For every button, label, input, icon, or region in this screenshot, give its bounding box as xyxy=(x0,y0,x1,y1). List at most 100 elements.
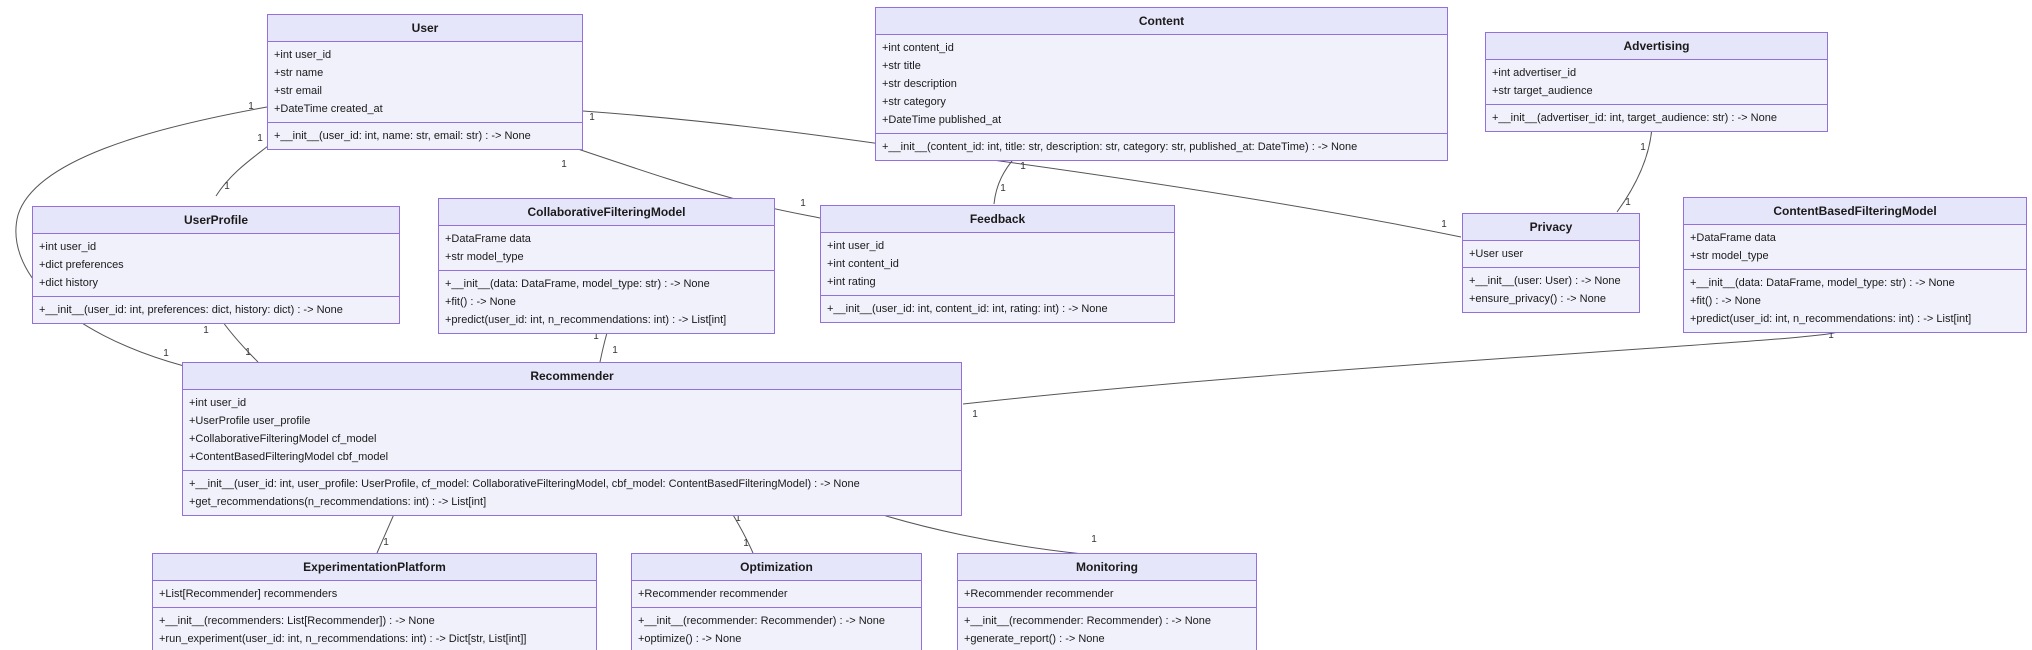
class-attribute: +int user_id xyxy=(274,49,332,61)
multiplicity-label: 1 xyxy=(561,159,567,170)
methods-section: +__init__(data: DataFrame, model_type: s… xyxy=(1684,269,2026,332)
class-method: +__init__(user_id: int, user_profile: Us… xyxy=(189,478,860,490)
methods-section: +__init__(data: DataFrame, model_type: s… xyxy=(439,270,774,333)
multiplicity-label: 1 xyxy=(383,537,389,548)
class-method: +__init__(data: DataFrame, model_type: s… xyxy=(445,278,710,290)
class-box-content: Content +int content_id +str title +str des… xyxy=(875,7,1448,161)
class-attribute: +str model_type xyxy=(1690,250,1769,262)
class-box-feedback: Feedback+int user_id+int content_id+int … xyxy=(820,205,1175,323)
multiplicity-label: 1 xyxy=(1625,197,1631,208)
class-attribute: +Recommender recommender xyxy=(638,588,788,600)
class-method: +__init__(user_id: int, content_id: int,… xyxy=(827,303,1108,315)
class-title: UserProfile xyxy=(33,207,399,233)
class-box-experimentation-platform: ExperimentationPlatform +List[Recommender… xyxy=(152,553,597,650)
class-method: +__init__(recommenders: List[Recommender… xyxy=(159,615,435,627)
methods-section: +__init__(user_id: int, user_profile: Us… xyxy=(183,470,961,515)
class-attribute: +str target_audience xyxy=(1492,85,1593,97)
attributes-section: +Recommender recommender xyxy=(958,580,1256,607)
class-method: +ensure_privacy() : -> None xyxy=(1469,293,1606,305)
association-edge-cbf--recommender xyxy=(962,327,1846,405)
class-method: +predict(user_id: int, n_recommendations… xyxy=(445,314,727,326)
multiplicity-label: 1 xyxy=(245,347,251,358)
class-attribute: +int user_id xyxy=(39,241,97,253)
attributes-section: +User user xyxy=(1463,240,1639,267)
methods-section: +__init__(user: User) : -> None +ensure_p… xyxy=(1463,267,1639,312)
attributes-section: +int user_id+int content_id+int rating xyxy=(821,232,1174,295)
class-title: Feedback xyxy=(821,206,1174,232)
class-title: ContentBasedFilteringModel xyxy=(1684,198,2026,224)
methods-section: +__init__(user_id: int, name: str, email… xyxy=(268,122,582,149)
class-title: Optimization xyxy=(632,554,921,580)
multiplicity-label: 1 xyxy=(224,181,230,192)
class-attribute: +int content_id xyxy=(827,258,899,270)
multiplicity-label: 1 xyxy=(1828,330,1834,341)
class-title: Content xyxy=(876,8,1447,34)
association-edge-user--recommender xyxy=(15,106,268,367)
class-box-content-based-filtering-model: ContentBasedFilteringModel+DataFrame dat… xyxy=(1683,197,2027,333)
class-method: +__init__(user_id: int, preferences: dic… xyxy=(39,304,343,316)
class-attribute: +DataFrame data xyxy=(445,233,531,245)
class-method: +predict(user_id: int, n_recommendations… xyxy=(1690,313,1972,325)
attributes-section: +int user_id+dict preferences+dict histo… xyxy=(33,233,399,296)
class-box-collaborative-filtering-model: CollaborativeFilteringModel+DataFrame da… xyxy=(438,198,775,334)
class-attribute: +str description xyxy=(882,78,957,90)
class-attribute: +DateTime created_at xyxy=(274,103,383,115)
class-method: +__init__(user: User) : -> None xyxy=(1469,275,1621,287)
multiplicity-label: 1 xyxy=(1640,142,1646,153)
multiplicity-label: 1 xyxy=(735,513,741,524)
class-attribute: +str model_type xyxy=(445,251,524,263)
class-method: +fit() : -> None xyxy=(1690,295,1761,307)
multiplicity-label: 1 xyxy=(743,538,749,549)
methods-section: +__init__(user_id: int, content_id: int,… xyxy=(821,295,1174,322)
class-method: +__init__(advertiser_id: int, target_aud… xyxy=(1492,112,1777,124)
association-edge-user--privacy xyxy=(582,110,1462,238)
class-attribute: +str title xyxy=(882,60,921,72)
multiplicity-label: 1 xyxy=(972,409,978,420)
class-attribute: +str name xyxy=(274,67,324,79)
class-attribute: +int user_id xyxy=(827,240,885,252)
class-attribute: +CollaborativeFilteringModel cf_model xyxy=(189,433,377,445)
class-method: +fit() : -> None xyxy=(445,296,516,308)
class-method: +__init__(recommender: Recommender) : ->… xyxy=(638,615,886,627)
class-attribute: +int content_id xyxy=(882,42,954,54)
attributes-section: +int advertiser_id+str target_audience xyxy=(1486,59,1827,104)
multiplicity-label: 1 xyxy=(1441,219,1447,230)
multiplicity-label: 1 xyxy=(1020,161,1026,172)
class-attribute: +ContentBasedFilteringModel cbf_model xyxy=(189,451,389,463)
class-attribute: +User user xyxy=(1469,248,1524,260)
multiplicity-label: 1 xyxy=(163,348,169,359)
methods-section: +__init__(user_id: int, preferences: dic… xyxy=(33,296,399,323)
class-title: ExperimentationPlatform xyxy=(153,554,596,580)
multiplicity-label: 1 xyxy=(1000,183,1006,194)
multiplicity-label: 1 xyxy=(248,101,254,112)
attributes-section: +int user_id+str name+str email+DateTime… xyxy=(268,41,582,122)
class-method: +run_experiment(user_id: int, n_recommen… xyxy=(159,633,527,645)
multiplicity-label: 1 xyxy=(593,331,599,342)
multiplicity-label: 1 xyxy=(203,325,209,336)
class-box-user-profile: UserProfile+int user_id+dict preferences… xyxy=(32,206,400,324)
class-title: Advertising xyxy=(1486,33,1827,59)
class-method: +optimize() : -> None xyxy=(638,633,742,645)
attributes-section: +DataFrame data +str model_type xyxy=(439,225,774,270)
class-title: User xyxy=(268,15,582,41)
class-title: Recommender xyxy=(183,363,961,389)
class-attribute: +List[Recommender] recommenders xyxy=(159,588,338,600)
attributes-section: +Recommender recommender xyxy=(632,580,921,607)
multiplicity-label: 1 xyxy=(589,112,595,123)
class-box-user: User+int user_id+str name+str email+Date… xyxy=(267,14,583,150)
class-box-recommender: Recommender+int user_id+UserProfile user… xyxy=(182,362,962,516)
class-method: +generate_report() : -> None xyxy=(964,633,1105,645)
class-attribute: +str category xyxy=(882,96,946,108)
multiplicity-label: 1 xyxy=(257,133,263,144)
class-title: Privacy xyxy=(1463,214,1639,240)
methods-section: +__init__(advertiser_id: int, target_aud… xyxy=(1486,104,1827,131)
class-attribute: +UserProfile user_profile xyxy=(189,415,311,427)
class-title: CollaborativeFilteringModel xyxy=(439,199,774,225)
class-title: Monitoring xyxy=(958,554,1256,580)
attributes-section: +DataFrame data+str model_type xyxy=(1684,224,2026,269)
class-attribute: +dict history xyxy=(39,277,98,289)
association-edge-user--userprofile xyxy=(215,145,269,197)
attributes-section: +List[Recommender] recommenders xyxy=(153,580,596,607)
attributes-section: +int user_id+UserProfile user_profile+Co… xyxy=(183,389,961,470)
